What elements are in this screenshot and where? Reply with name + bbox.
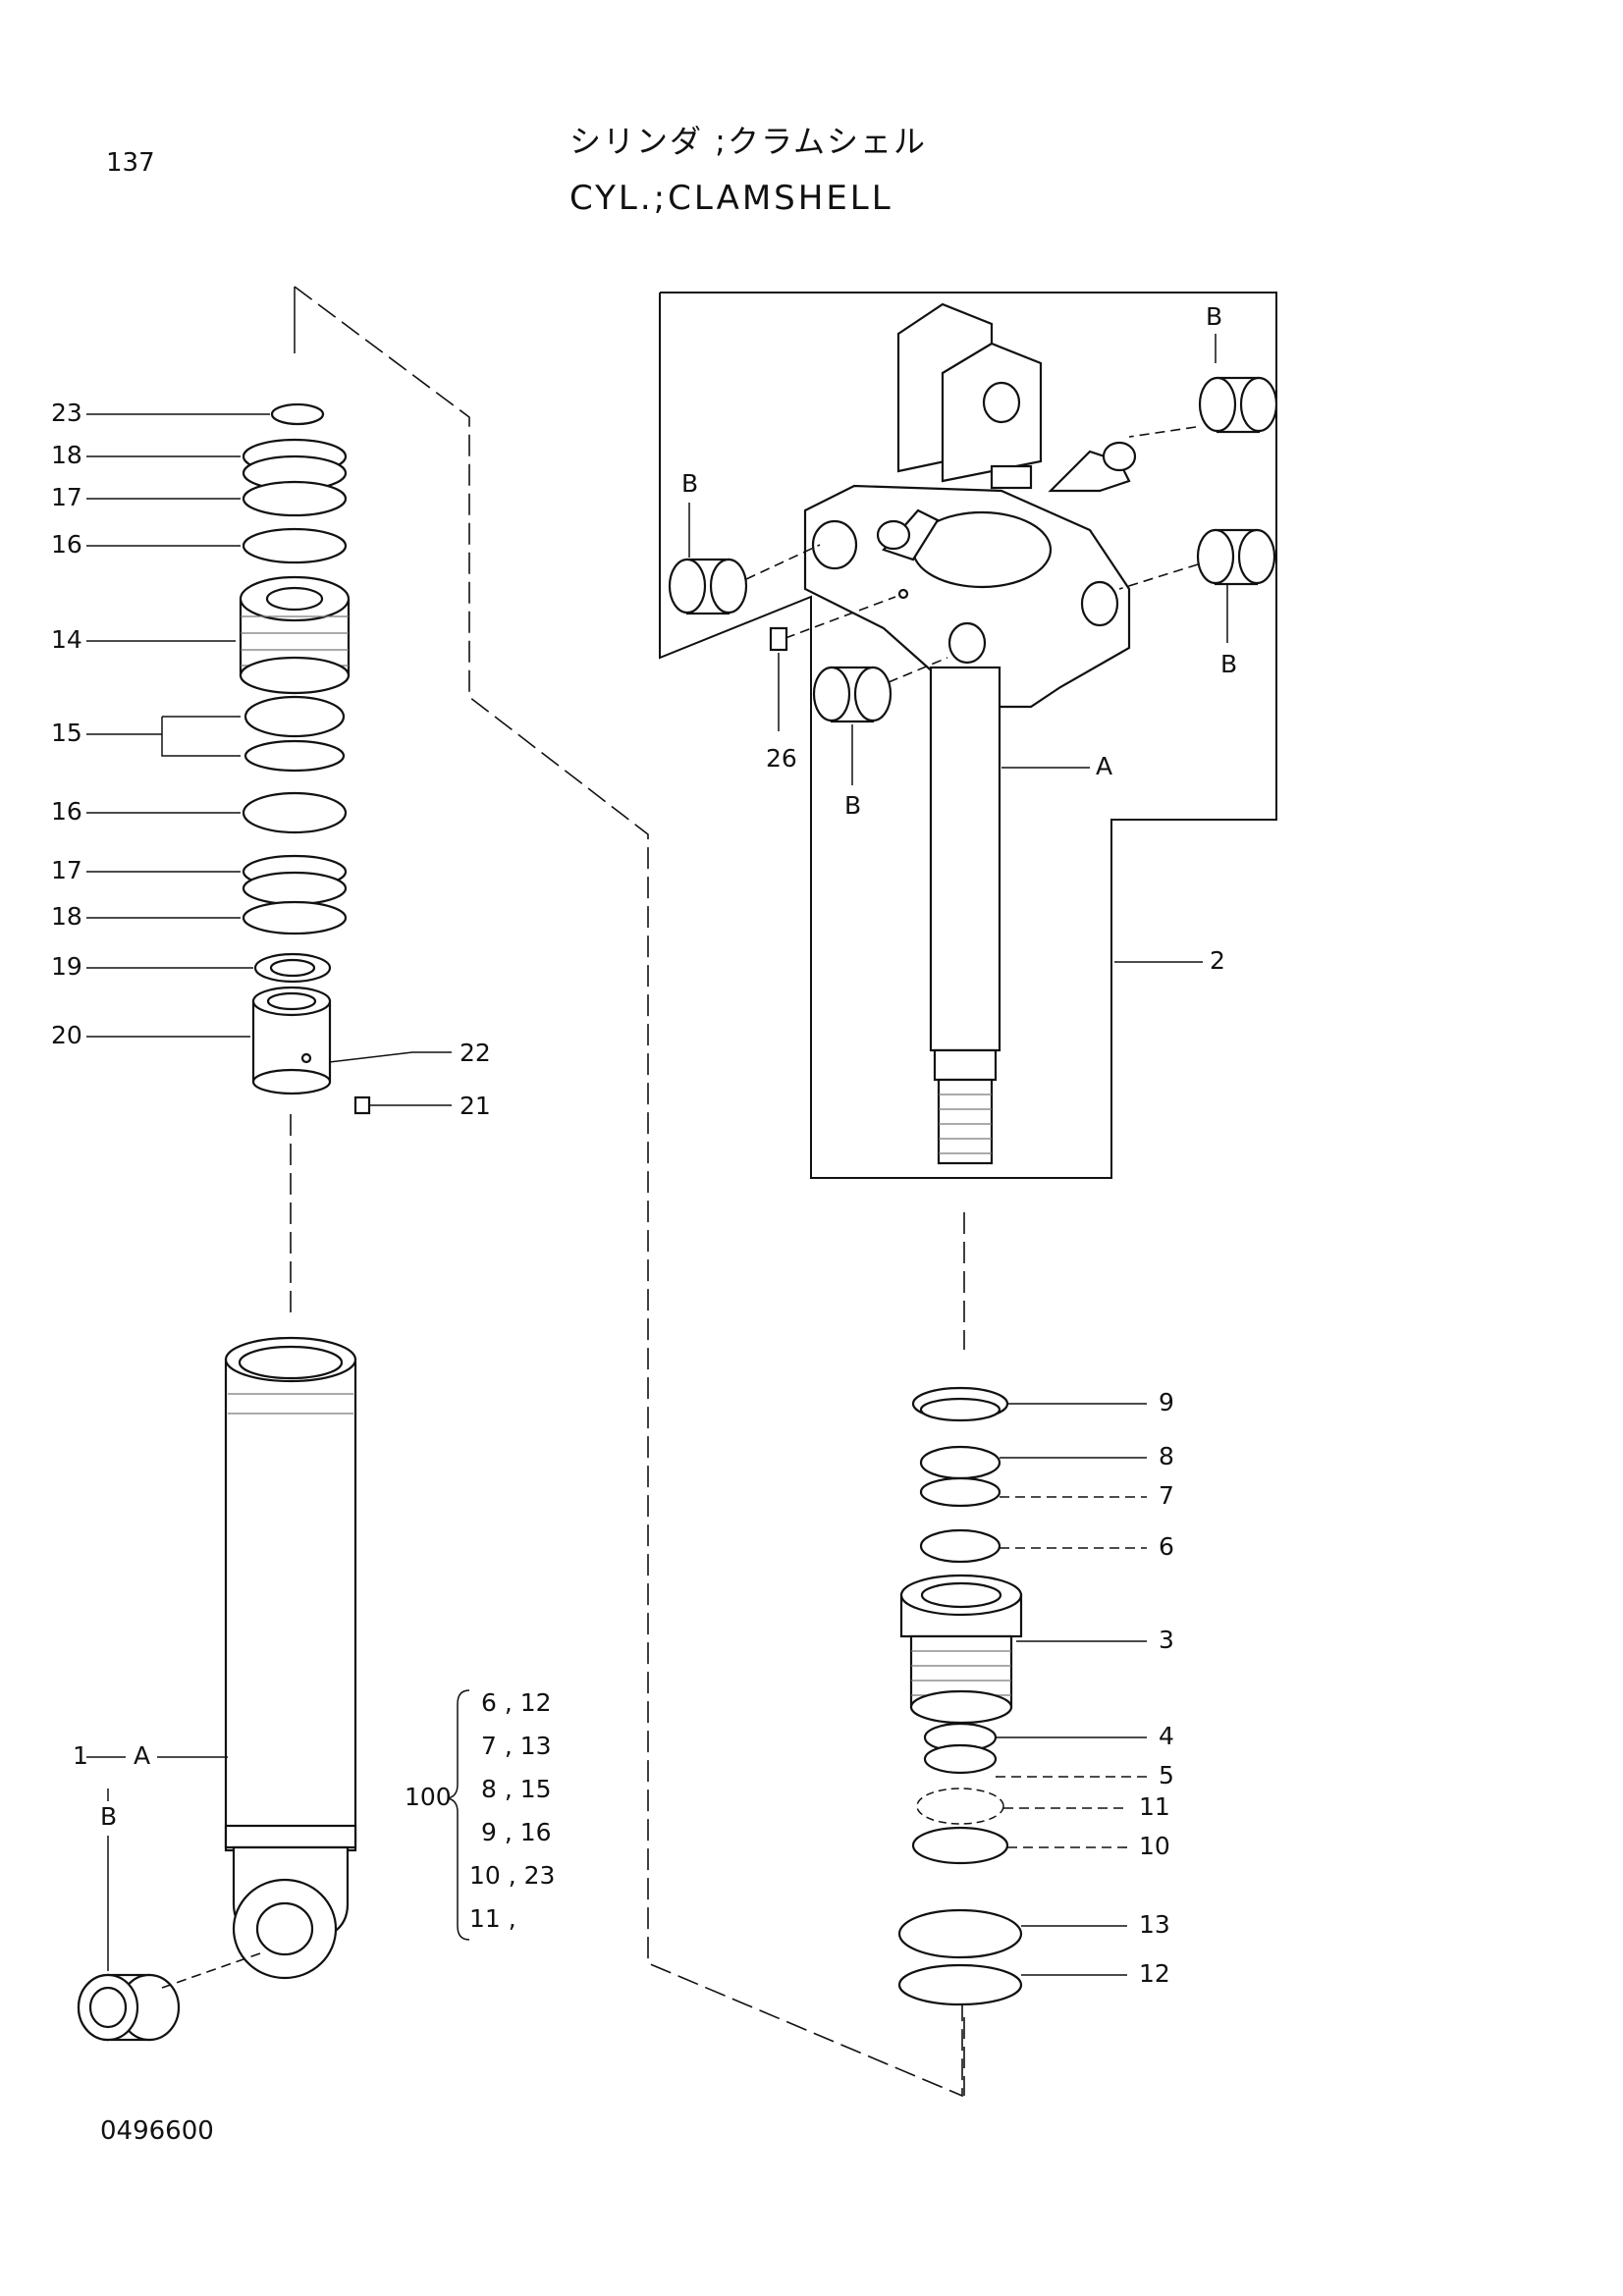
bushing-mid-right bbox=[1196, 528, 1276, 586]
kit-row-5: 10 , 23 bbox=[469, 1861, 556, 1890]
callout-8: 8 bbox=[1159, 1442, 1174, 1470]
bushings-upper bbox=[668, 376, 1278, 723]
callout-3: 3 bbox=[1159, 1626, 1174, 1654]
left-parts-stack bbox=[239, 402, 371, 1115]
kit-brace bbox=[447, 1689, 470, 1941]
title-english: CYL.;CLAMSHELL bbox=[569, 179, 893, 218]
kit-number: 100 bbox=[405, 1783, 452, 1811]
callout-B-top-right: B bbox=[1206, 302, 1223, 331]
rod-assembly-box bbox=[659, 292, 1277, 1179]
callout-15: 15 bbox=[51, 719, 82, 747]
kit-row-6: 11 , bbox=[469, 1904, 516, 1933]
callout-11: 11 bbox=[1139, 1792, 1170, 1821]
callout-20: 20 bbox=[51, 1021, 82, 1049]
right-parts-stack bbox=[897, 1386, 1023, 2006]
o-ring-23 bbox=[270, 402, 325, 426]
right-lower-leaders bbox=[996, 1403, 1147, 1976]
callout-B-left-upper: B bbox=[681, 469, 699, 498]
bushing-lower bbox=[812, 666, 893, 723]
callout-12: 12 bbox=[1139, 1959, 1170, 1988]
drawing-number: 0496600 bbox=[100, 2116, 214, 2146]
bushing-top-right bbox=[1198, 376, 1278, 434]
callout-A-left: A bbox=[134, 1741, 151, 1770]
callout-14: 14 bbox=[51, 625, 82, 654]
callout-17-upper: 17 bbox=[51, 483, 82, 511]
kit-row-3: 8 , 15 bbox=[481, 1775, 552, 1803]
page-number: 137 bbox=[106, 148, 155, 178]
kit-row-2: 7 , 13 bbox=[481, 1732, 552, 1760]
callout-19: 19 bbox=[51, 952, 82, 981]
callout-9: 9 bbox=[1159, 1388, 1174, 1416]
cylinder-tube bbox=[224, 1336, 357, 1980]
left-leaders bbox=[86, 413, 452, 1106]
callout-B-lower: B bbox=[844, 791, 862, 820]
callout-7: 7 bbox=[1159, 1481, 1174, 1510]
rod-head bbox=[769, 302, 1137, 1165]
callout-17-lower: 17 bbox=[51, 856, 82, 884]
title-japanese: シリンダ ;クラムシェル bbox=[569, 123, 927, 160]
callout-18-lower: 18 bbox=[51, 902, 82, 931]
callout-A-right: A bbox=[1096, 752, 1113, 780]
boundary-dashed-line bbox=[294, 286, 963, 2098]
callout-5: 5 bbox=[1159, 1761, 1174, 1789]
callout-23: 23 bbox=[51, 399, 82, 427]
kit-row-4: 9 , 16 bbox=[481, 1818, 552, 1846]
callout-16-lower: 16 bbox=[51, 797, 82, 826]
kit-row-1: 6 , 12 bbox=[481, 1688, 552, 1717]
callout-21: 21 bbox=[460, 1092, 491, 1120]
left-part1-leaders bbox=[86, 1756, 228, 1971]
callout-B-left: B bbox=[100, 1802, 118, 1831]
callout-1: 1 bbox=[73, 1741, 88, 1770]
callout-22: 22 bbox=[460, 1039, 491, 1067]
callout-6: 6 bbox=[1159, 1532, 1174, 1561]
bushing-left bbox=[668, 558, 748, 615]
bushing-bottom-left bbox=[77, 1952, 261, 2042]
right-upper-leaders bbox=[688, 334, 1228, 963]
callout-10: 10 bbox=[1139, 1832, 1170, 1860]
callout-16-upper: 16 bbox=[51, 530, 82, 559]
callout-26: 26 bbox=[766, 744, 797, 773]
callout-2: 2 bbox=[1210, 946, 1225, 975]
callout-4: 4 bbox=[1159, 1722, 1174, 1750]
callout-B-mid-right: B bbox=[1220, 650, 1238, 678]
callout-13: 13 bbox=[1139, 1910, 1170, 1939]
callout-18-upper: 18 bbox=[51, 441, 82, 469]
